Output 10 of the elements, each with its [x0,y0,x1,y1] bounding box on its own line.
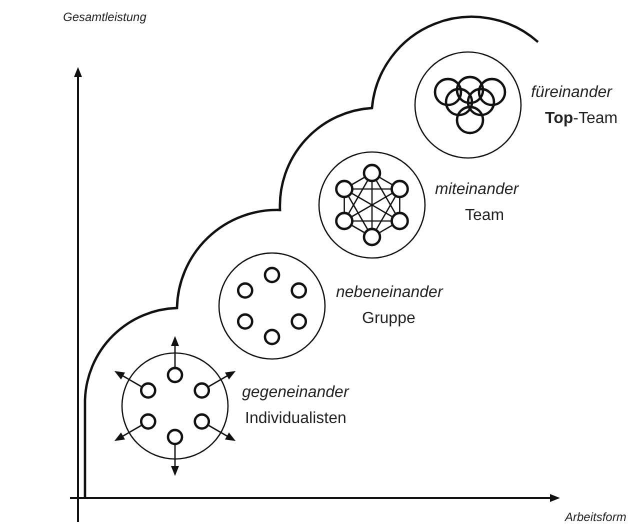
group-name: Team [465,206,504,226]
mode-label: nebeneinander [336,283,443,303]
mode-label: füreinander [531,83,612,103]
group-name: Top-Team [545,109,618,129]
group-name: Individualisten [245,409,346,429]
axis-title: Gesamtleistung [63,9,146,26]
group-name: Gruppe [362,309,416,329]
mode-label: miteinander [435,180,519,200]
mode-label: gegeneinander [242,383,349,403]
axis-title: Arbeitsform [565,509,626,526]
